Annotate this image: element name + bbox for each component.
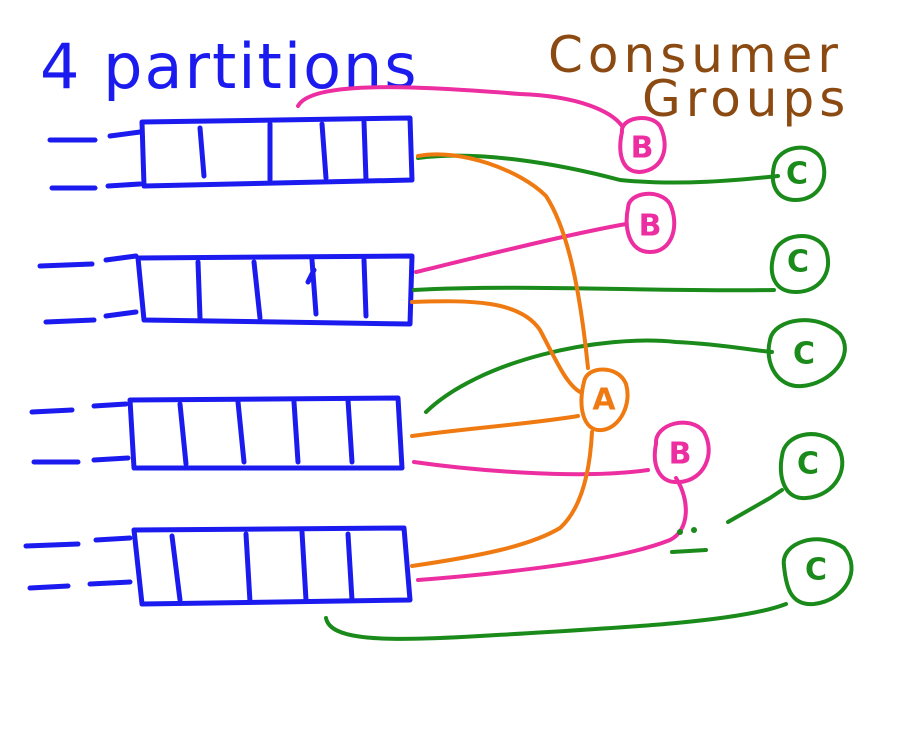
consumer-b-3: B (652, 420, 711, 485)
consumer-b-2-outline (624, 191, 677, 254)
consumer-b-3-outline (652, 420, 711, 485)
link-p4-b3 (416, 476, 688, 582)
consumer-c-4: C (778, 432, 845, 501)
consumer-a-outline (579, 367, 630, 433)
consumer-c-1-outline (770, 145, 827, 202)
consumer-c-5-label: C (805, 553, 827, 588)
link-p3-c3 (424, 338, 774, 414)
link-p2-c2 (412, 285, 776, 293)
consumer-b-1: B (618, 116, 667, 174)
partition-4 (23, 525, 413, 607)
consumer-c-2-label: C (787, 245, 809, 280)
consumer-b-1-outline (618, 116, 667, 174)
link-p3-a (410, 414, 580, 438)
sad-face-mouth (670, 548, 708, 554)
partition-1-incoming-dash (47, 129, 143, 191)
partition-4-slots (169, 529, 355, 605)
group-a-links (410, 152, 594, 568)
title-partitions: 4 partitions (40, 30, 419, 103)
group-c-links (324, 153, 788, 641)
consumer-b-2-label: B (639, 209, 662, 244)
link-p3-b3 (412, 460, 650, 477)
partition-3 (29, 395, 405, 471)
partition-4-box (131, 525, 413, 607)
partition-1-slots (197, 119, 369, 183)
consumer-b-2: B (624, 191, 677, 254)
consumer-c-1: C (770, 145, 827, 202)
partition-2-incoming-dash (37, 253, 139, 325)
consumer-c-1-label: C (786, 157, 808, 192)
partition-1 (47, 115, 415, 191)
partition-2 (37, 253, 415, 327)
partition-3-box (127, 395, 405, 471)
consumer-a: A (579, 367, 630, 433)
consumer-c-4-label: C (797, 447, 819, 482)
partition-4-incoming-dash (23, 535, 133, 591)
partition-3-incoming-dash (29, 401, 131, 465)
consumer-a-label: A (592, 383, 616, 418)
sad-face-eye-right (691, 527, 697, 533)
link-p4-c5 (324, 602, 788, 641)
link-p1-a (416, 152, 590, 370)
partition-2-box (135, 253, 415, 327)
sad-face-eye-left (677, 529, 683, 535)
consumer-c-2: C (769, 234, 830, 294)
partition-1-box (139, 115, 415, 189)
group-b-links (296, 85, 688, 582)
partition-3-slots (177, 397, 355, 467)
consumer-c-4-outline (778, 432, 845, 501)
title-consumer: Consumer (548, 26, 843, 84)
consumer-c-3: C (766, 318, 847, 389)
link-p1-c1 (416, 153, 780, 185)
consumer-c-5: C (781, 537, 854, 607)
title-groups: Groups (642, 70, 850, 128)
link-sad-c4 (726, 488, 784, 524)
consumer-c-3-outline (766, 318, 847, 389)
consumer-b-1-label: B (631, 131, 654, 166)
link-p1-b1 (296, 85, 624, 128)
link-p2-b2 (414, 222, 628, 274)
link-p4-a (410, 430, 594, 568)
consumer-b-3-label: B (669, 437, 692, 472)
consumer-c-5-outline (781, 537, 854, 607)
consumer-c-3-label: C (793, 337, 815, 372)
link-p2-a (410, 299, 582, 394)
consumer-c-2-outline (769, 234, 830, 294)
sad-face (670, 527, 708, 554)
partition-2-slots (195, 257, 369, 321)
